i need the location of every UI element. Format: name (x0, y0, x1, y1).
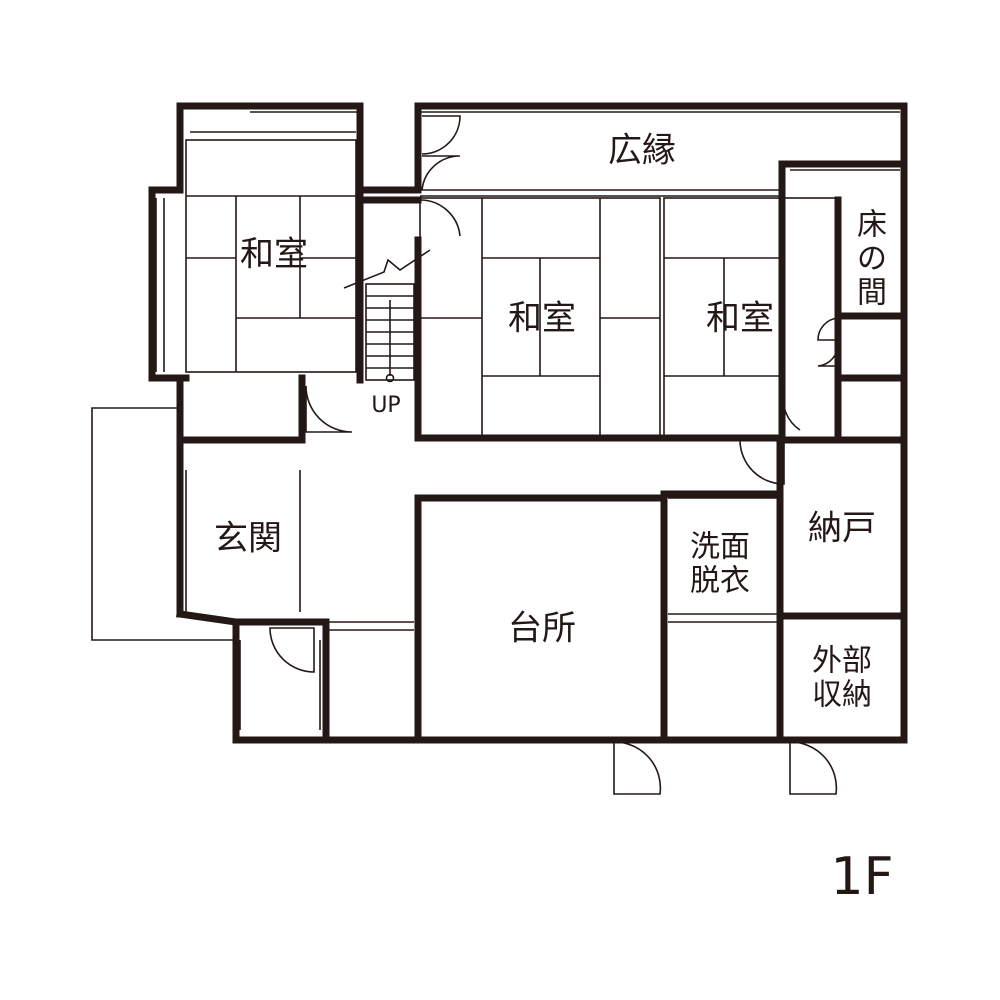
stair-up-label: UP (371, 393, 400, 418)
gaibu-label-1: 外部 (812, 644, 872, 679)
staircase (343, 249, 431, 383)
nando-label: 納戸 (808, 509, 876, 549)
floor-level-label: 1F (831, 847, 894, 907)
tatami-lines (91, 139, 841, 641)
walls (148, 102, 908, 744)
senmen-label-1: 洗面 (690, 530, 750, 565)
tokonoma-label-1: 床 (857, 208, 887, 243)
door-swings (269, 115, 839, 795)
gaibu-label-2: 収納 (812, 678, 872, 713)
washitsu-right-label: 和室 (706, 299, 774, 339)
washitsu-center-label: 和室 (508, 299, 576, 339)
tokonoma-label-2: の (857, 242, 887, 277)
hiroen-label: 広縁 (608, 131, 676, 171)
senmen-label-2: 脱衣 (690, 564, 750, 599)
washitsu-left-label: 和室 (240, 235, 308, 275)
daidokoro-label: 台所 (508, 609, 576, 649)
tokonoma-label-3: 間 (857, 276, 887, 311)
genkan-label: 玄関 (214, 519, 282, 559)
